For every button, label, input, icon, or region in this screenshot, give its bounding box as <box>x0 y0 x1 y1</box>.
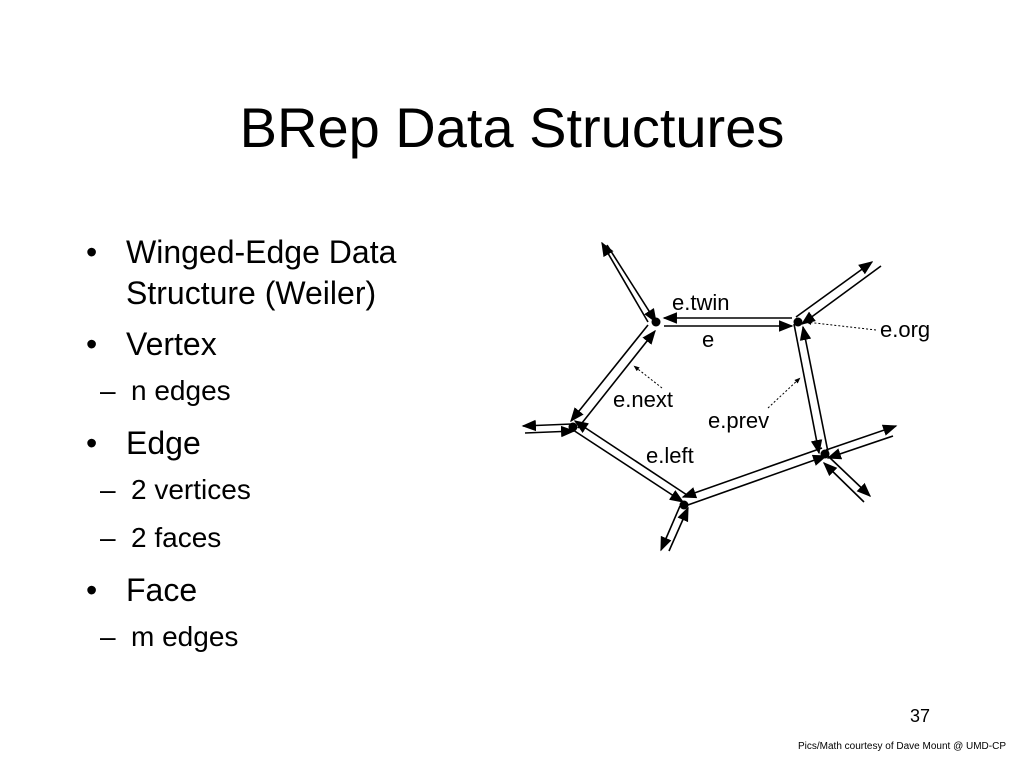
slide-title: BRep Data Structures <box>239 96 785 159</box>
bullet-item: • Vertex <box>86 324 506 365</box>
sub-bullet-marker: – <box>100 522 116 553</box>
bullet-list: • Winged-Edge Data Structure (Weiler) • … <box>86 232 506 669</box>
label-e-twin: e.twin <box>672 290 729 315</box>
vertex-left <box>568 422 578 432</box>
edge-bottom-b <box>681 447 823 499</box>
bullet-marker: • <box>86 425 98 461</box>
bullet-marker: • <box>86 572 98 608</box>
edge-right-b <box>799 325 829 453</box>
sub-bullet-text: 2 faces <box>131 522 222 553</box>
pointer-prev <box>767 377 801 409</box>
winged-edge-diagram: e.twin e e.org e.next e.prev e.left <box>521 241 930 552</box>
bullet-marker: • <box>86 326 98 362</box>
label-e-left: e.left <box>646 443 694 468</box>
edge-right-a <box>793 323 823 455</box>
sub-bullet-text: n edges <box>131 375 231 406</box>
sub-bullet-text: 2 vertices <box>131 474 251 505</box>
sub-bullet-item: – 2 vertices <box>46 474 506 506</box>
spoke-bottom-right-c <box>827 455 872 497</box>
sub-bullet-marker: – <box>100 621 116 652</box>
pointer-org <box>805 320 877 331</box>
label-e-prev: e.prev <box>708 408 769 433</box>
label-e-org: e.org <box>880 317 930 342</box>
edge-lower-left-a <box>569 427 685 503</box>
vertex-top-left <box>651 317 661 327</box>
edge-upper-left-a <box>570 324 649 423</box>
spoke-bottom-right-d <box>822 461 865 503</box>
spoke-top-right-a <box>795 261 874 318</box>
pointer-next <box>633 365 663 389</box>
spoke-left-b <box>524 425 576 438</box>
sub-bullet-item: – n edges <box>46 375 506 407</box>
spoke-bottom-a <box>660 505 681 552</box>
bullet-text: Vertex <box>126 326 217 362</box>
credit-text: Pics/Math courtesy of Dave Mount @ UMD-C… <box>798 741 1006 752</box>
spoke-bottom-b <box>668 506 689 552</box>
spoke-left-a <box>521 419 573 432</box>
edge-upper-left-b <box>577 329 656 429</box>
sub-bullet-marker: – <box>100 474 116 505</box>
page-number: 37 <box>909 706 931 726</box>
bullet-item: • Edge <box>86 423 506 464</box>
spoke-bottom-right-b <box>826 435 894 460</box>
bullet-text: Winged-Edge Data Structure (Weiler) <box>126 234 397 311</box>
bullet-marker: • <box>86 234 98 270</box>
spoke-top-left-a <box>601 241 649 323</box>
edge-lower-left-b <box>573 420 688 496</box>
spoke-top-right-b <box>800 265 882 325</box>
vertex-bottom <box>679 500 689 510</box>
sub-bullet-text: m edges <box>131 621 239 652</box>
sub-bullet-item: – 2 faces <box>46 522 506 554</box>
bullet-text: Edge <box>126 425 201 461</box>
vertex-top-right <box>793 317 803 327</box>
spoke-top-left-b <box>606 244 657 324</box>
vertex-bottom-right <box>820 449 830 459</box>
label-e: e <box>702 327 714 352</box>
bullet-item: • Face <box>86 570 506 611</box>
sub-bullet-item: – m edges <box>46 621 506 653</box>
bullet-item: • Winged-Edge Data Structure (Weiler) <box>86 232 506 314</box>
edge-bottom-a <box>684 454 828 507</box>
label-e-next: e.next <box>613 387 673 412</box>
spoke-bottom-right-a <box>825 424 898 451</box>
bullet-text: Face <box>126 572 198 608</box>
sub-bullet-marker: – <box>100 375 116 406</box>
